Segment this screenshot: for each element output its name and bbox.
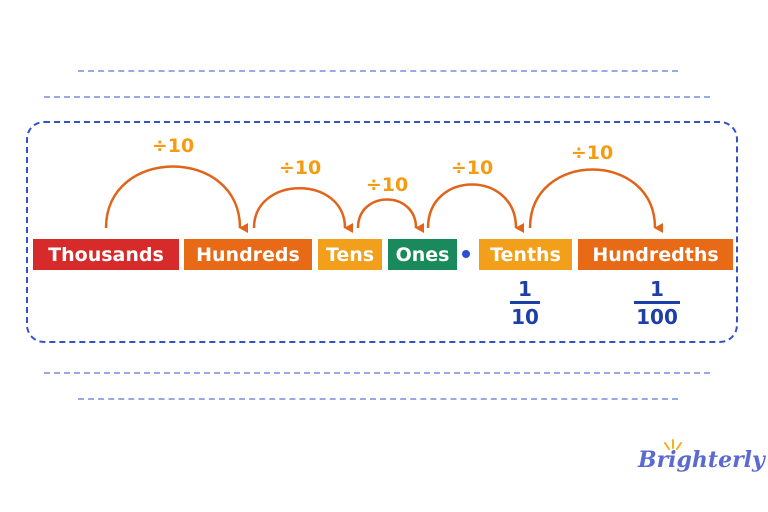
brand-logo: Brighterly	[638, 447, 765, 473]
place-ones: Ones	[388, 239, 457, 270]
divisor-label: ÷10	[278, 157, 322, 179]
fraction-bar	[634, 301, 680, 304]
fraction-denominator: 100	[636, 305, 678, 329]
fraction-one-hundredth: 1 100	[627, 278, 687, 328]
guide-line-bottom-2	[78, 398, 678, 400]
arrow-tens-to-ones	[356, 198, 425, 233]
divisor-label: ÷10	[151, 135, 195, 157]
place-tenths: Tenths	[479, 239, 572, 270]
divisor-label: ÷10	[570, 142, 614, 164]
arrow-ones-to-tenths	[426, 183, 525, 233]
fraction-numerator: 1	[650, 277, 664, 301]
guide-line-top-2	[44, 96, 710, 98]
guide-line-top-1	[78, 70, 678, 72]
fraction-bar	[510, 301, 540, 304]
divisor-label: ÷10	[365, 174, 409, 196]
guide-line-bottom-1	[44, 372, 710, 374]
fraction-numerator: 1	[518, 277, 532, 301]
arrow-hundreds-to-tens	[252, 187, 354, 233]
decimal-point	[462, 250, 470, 258]
arrow-tenths-to-hundredths	[528, 168, 664, 233]
sun-icon	[664, 439, 682, 450]
diagram-frame	[26, 121, 738, 343]
divisor-label: ÷10	[450, 157, 494, 179]
place-hundredths: Hundredths	[578, 239, 733, 270]
place-hundreds: Hundreds	[184, 239, 312, 270]
fraction-denominator: 10	[511, 305, 539, 329]
place-thousands: Thousands	[33, 239, 179, 270]
arrow-thousands-to-hundreds	[104, 165, 249, 233]
fraction-one-tenth: 1 10	[495, 278, 555, 328]
place-tens: Tens	[318, 239, 382, 270]
